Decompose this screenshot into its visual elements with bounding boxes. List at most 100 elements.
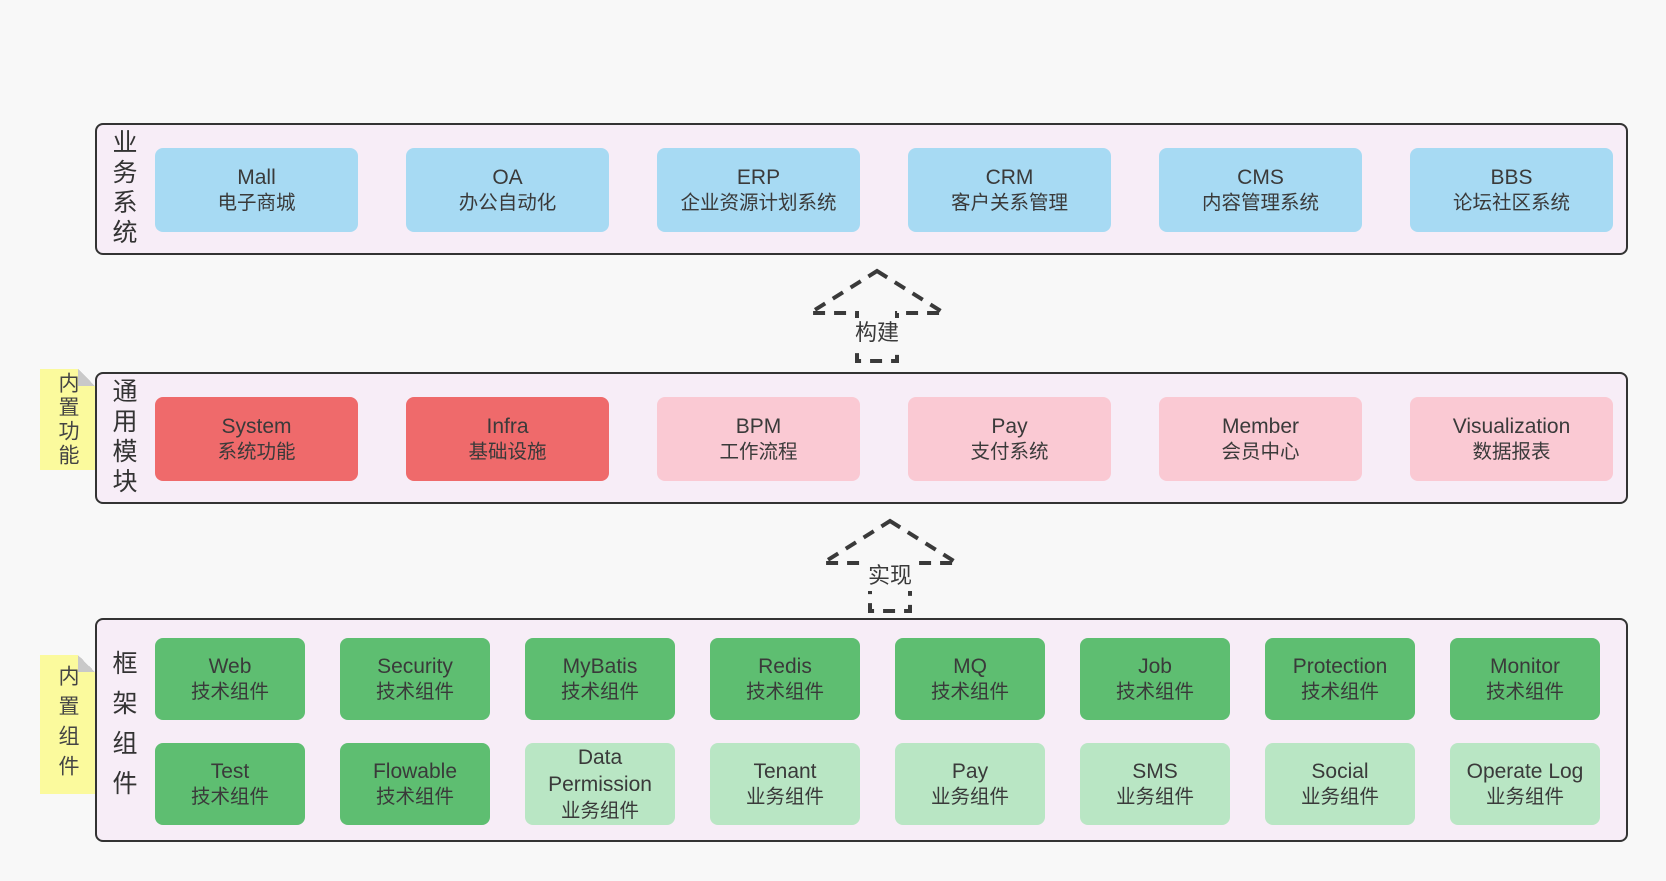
box-infra: Infra 基础设施 — [406, 397, 609, 481]
box-oa: OA 办公自动化 — [406, 148, 609, 232]
box-name: Job — [1138, 654, 1172, 678]
box-bbs: BBS 论坛社区系统 — [1410, 148, 1613, 232]
box-subtitle: 技术组件 — [1485, 680, 1564, 703]
box-name: Security — [377, 654, 453, 678]
box-subtitle: 技术组件 — [1115, 680, 1194, 703]
box-pay-biz: Pay 业务组件 — [895, 743, 1045, 825]
box-name: SMS — [1132, 759, 1178, 783]
box-subtitle: 业务组件 — [1115, 785, 1194, 808]
box-system: System 系统功能 — [155, 397, 358, 481]
box-name: Protection — [1292, 654, 1388, 678]
common-modules-label: 通用模块 — [109, 378, 137, 498]
box-security-tech: Security 技术组件 — [340, 638, 490, 720]
box-name: Operate Log — [1466, 759, 1584, 783]
box-subtitle: 技术组件 — [1300, 680, 1379, 703]
box-subtitle: 技术组件 — [375, 680, 454, 703]
box-job-tech: Job 技术组件 — [1080, 638, 1230, 720]
builtin-functions-note: 内置功能 — [40, 369, 95, 470]
box-name: Pay — [991, 414, 1028, 438]
box-name: Visualization — [1452, 414, 1571, 438]
box-subtitle: 业务组件 — [1300, 785, 1379, 808]
framework-components-label: 框架组件 — [109, 650, 137, 810]
box-name: Infra — [486, 414, 529, 438]
build-arrow-icon — [807, 268, 947, 363]
common-modules-panel: 通用模块 System 系统功能 Infra 基础设施 BPM 工作流程 Pay… — [95, 372, 1628, 504]
builtin-components-note: 内置组件 — [40, 655, 95, 794]
box-name: Social — [1311, 759, 1369, 783]
box-redis-tech: Redis 技术组件 — [710, 638, 860, 720]
box-visualization: Visualization 数据报表 — [1410, 397, 1613, 481]
box-name: MQ — [953, 654, 987, 678]
box-protection-tech: Protection 技术组件 — [1265, 638, 1415, 720]
box-subtitle: 客户关系管理 — [950, 191, 1068, 214]
box-monitor-tech: Monitor 技术组件 — [1450, 638, 1600, 720]
box-name: BBS — [1490, 165, 1533, 189]
box-operate-log-biz: Operate Log 业务组件 — [1450, 743, 1600, 825]
box-subtitle: 论坛社区系统 — [1452, 191, 1570, 214]
box-erp: ERP 企业资源计划系统 — [657, 148, 860, 232]
box-subtitle: 技术组件 — [190, 680, 269, 703]
box-subtitle: 业务组件 — [560, 799, 639, 822]
box-social-biz: Social 业务组件 — [1265, 743, 1415, 825]
box-name: Tenant — [753, 759, 817, 783]
build-arrow-label: 构建 — [852, 318, 903, 348]
box-name: BPM — [735, 414, 782, 438]
box-member: Member 会员中心 — [1159, 397, 1362, 481]
box-name: Test — [210, 759, 250, 783]
box-subtitle: 技术组件 — [930, 680, 1009, 703]
box-sms-biz: SMS 业务组件 — [1080, 743, 1230, 825]
box-test-tech: Test 技术组件 — [155, 743, 305, 825]
note-fold-corner — [78, 655, 95, 672]
box-name: Flowable — [372, 759, 458, 783]
box-web-tech: Web 技术组件 — [155, 638, 305, 720]
box-tenant-biz: Tenant 业务组件 — [710, 743, 860, 825]
box-subtitle: 办公自动化 — [458, 191, 557, 214]
business-systems-label: 业务系统 — [109, 129, 137, 249]
box-subtitle: 系统功能 — [217, 440, 296, 463]
box-data-permission-biz: Data Permission 业务组件 — [525, 743, 675, 825]
box-subtitle: 支付系统 — [970, 440, 1049, 463]
note-fold-corner — [78, 369, 95, 386]
box-subtitle: 数据报表 — [1472, 440, 1551, 463]
box-name: OA — [492, 165, 523, 189]
box-cms: CMS 内容管理系统 — [1159, 148, 1362, 232]
box-flowable-tech: Flowable 技术组件 — [340, 743, 490, 825]
box-mall: Mall 电子商城 — [155, 148, 358, 232]
box-subtitle: 内容管理系统 — [1201, 191, 1319, 214]
box-name: Web — [208, 654, 252, 678]
box-name: Monitor — [1489, 654, 1561, 678]
box-name: Member — [1221, 414, 1300, 438]
box-subtitle: 电子商城 — [217, 191, 296, 214]
box-subtitle: 技术组件 — [375, 785, 454, 808]
box-subtitle: 业务组件 — [1485, 785, 1564, 808]
box-name: MyBatis — [562, 654, 638, 678]
box-name: Redis — [758, 654, 812, 678]
box-mq-tech: MQ 技术组件 — [895, 638, 1045, 720]
box-bpm: BPM 工作流程 — [657, 397, 860, 481]
implement-arrow-label: 实现 — [865, 561, 916, 591]
box-pay-system: Pay 支付系统 — [908, 397, 1111, 481]
builtin-functions-note-label: 内置功能 — [56, 371, 79, 468]
box-subtitle: 会员中心 — [1221, 440, 1300, 463]
box-subtitle: 技术组件 — [745, 680, 824, 703]
box-subtitle: 企业资源计划系统 — [680, 191, 837, 214]
box-name: ERP — [736, 165, 781, 189]
box-subtitle: 工作流程 — [719, 440, 798, 463]
box-subtitle: 业务组件 — [930, 785, 1009, 808]
box-crm: CRM 客户关系管理 — [908, 148, 1111, 232]
implement-arrow-icon — [820, 518, 960, 613]
box-subtitle: 基础设施 — [468, 440, 547, 463]
box-subtitle: 业务组件 — [745, 785, 824, 808]
box-subtitle: 技术组件 — [560, 680, 639, 703]
box-name: Mall — [237, 165, 276, 189]
builtin-components-note-label: 内置组件 — [56, 664, 79, 785]
business-systems-panel: 业务系统 Mall 电子商城 OA 办公自动化 ERP 企业资源计划系统 CRM… — [95, 123, 1628, 255]
box-name: Pay — [951, 759, 989, 783]
box-name: CRM — [985, 165, 1034, 189]
box-name: System — [221, 414, 292, 438]
box-subtitle: 技术组件 — [190, 785, 269, 808]
box-mybatis-tech: MyBatis 技术组件 — [525, 638, 675, 720]
box-name: CMS — [1237, 165, 1284, 189]
framework-components-panel: 框架组件 Web 技术组件 Security 技术组件 MyBatis 技术组件… — [95, 618, 1628, 842]
